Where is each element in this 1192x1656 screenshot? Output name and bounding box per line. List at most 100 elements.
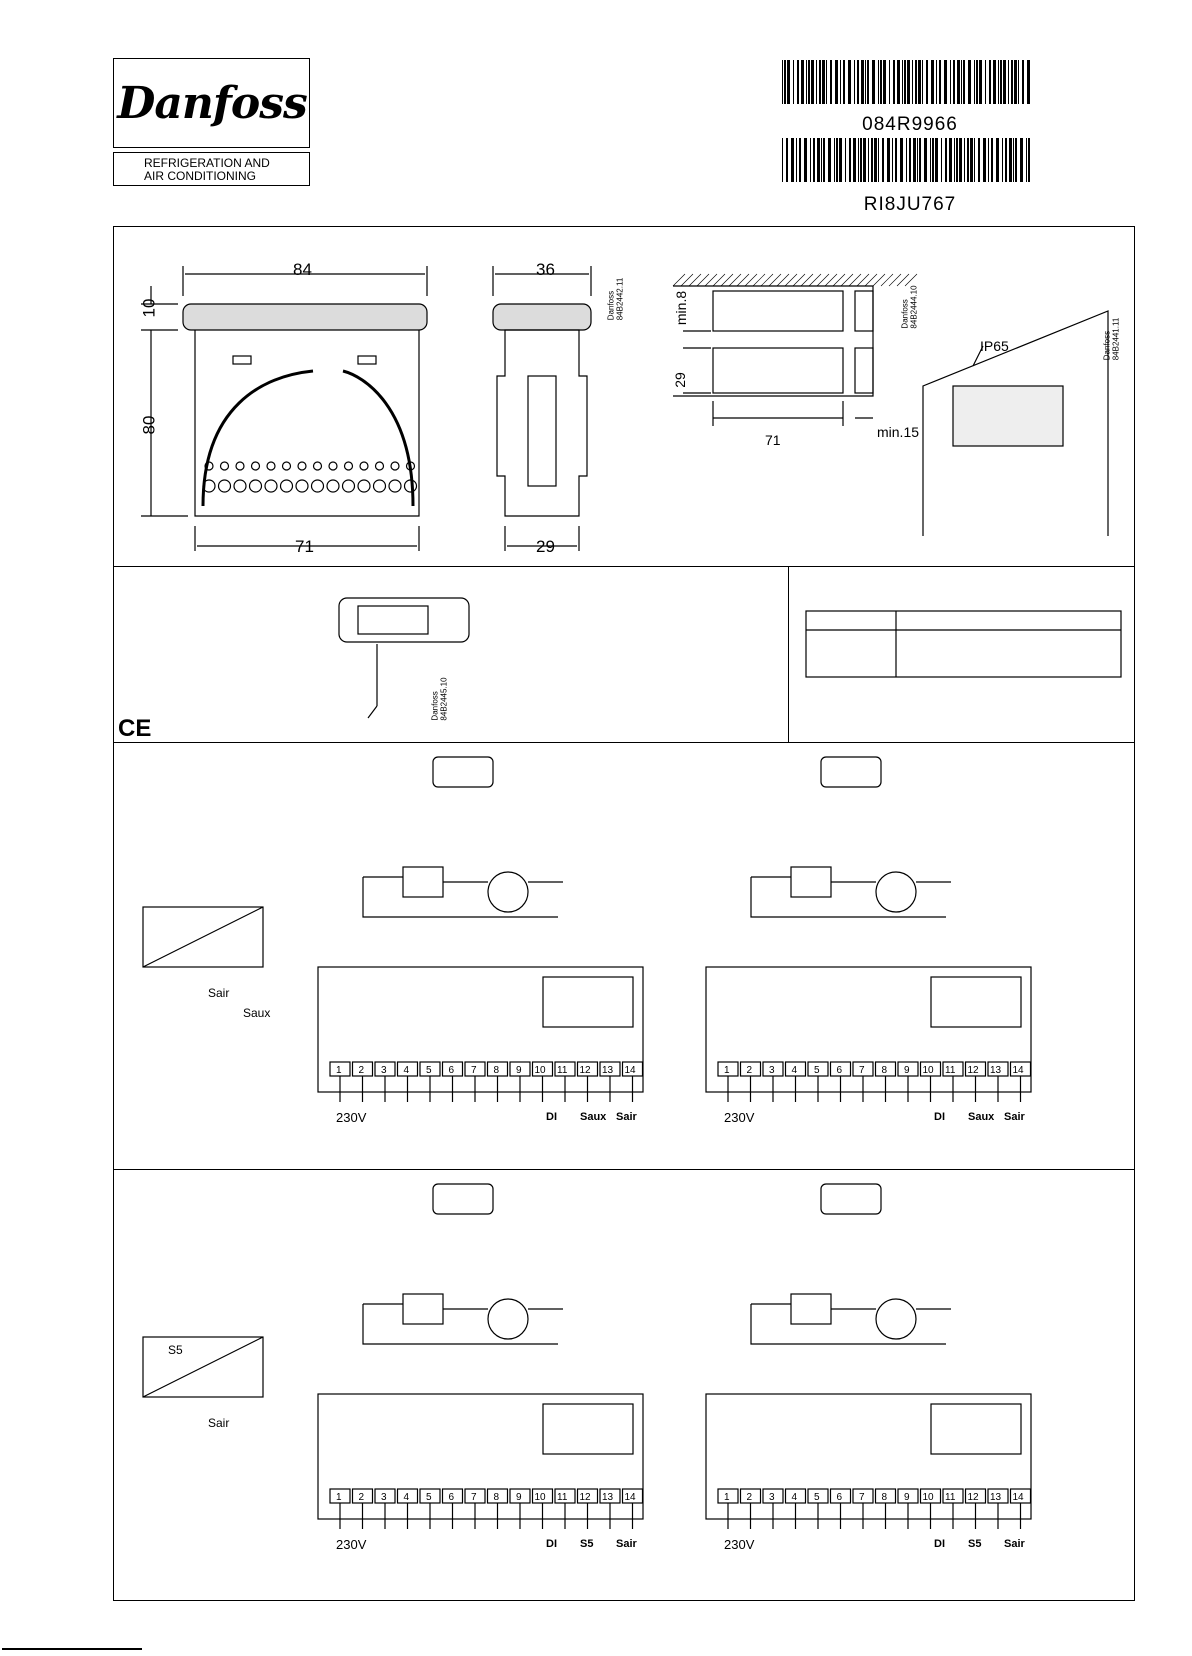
terminal-number: 2 (747, 1492, 753, 1503)
terminal-screw (295, 479, 309, 493)
frame-divider-vertical (788, 566, 789, 742)
terminal-screw (248, 479, 263, 493)
terminal-screw (233, 479, 247, 493)
supply-label: 230V (724, 1110, 755, 1125)
pin-hole (374, 461, 385, 471)
drawing-frame (113, 226, 1135, 1601)
evaporator (790, 866, 832, 898)
terminal-screw (372, 479, 387, 493)
terminal-number: 5 (426, 1492, 432, 1503)
terminal-number: 10 (535, 1492, 547, 1503)
terminal-number: 3 (769, 1065, 775, 1076)
compressor (875, 1298, 917, 1340)
compressor (875, 871, 917, 913)
pin-hole (312, 461, 323, 471)
display-unit (432, 1183, 494, 1215)
terminal-number: 2 (359, 1492, 365, 1503)
terminal-number: 3 (381, 1492, 387, 1503)
dim-protection: IP65 (980, 338, 1009, 354)
danfoss-logo: Danfoss (117, 77, 307, 129)
terminal-number: 4 (404, 1065, 410, 1076)
terminal-number: 8 (494, 1492, 500, 1503)
info-table (805, 610, 1122, 678)
terminal-number: 4 (792, 1065, 798, 1076)
supply-label: 230V (724, 1537, 755, 1552)
wiring-label: DI (546, 1111, 557, 1123)
terminal-number: 14 (1013, 1492, 1025, 1503)
pin-hole (250, 461, 261, 471)
terminal-number: 9 (516, 1492, 522, 1503)
pin-hole (219, 461, 230, 471)
dim-front-depth: 10 (139, 298, 159, 318)
terminal-number: 1 (336, 1065, 342, 1076)
side-bezel (492, 303, 592, 331)
sensor-box-1 (142, 906, 264, 968)
pin-hole (390, 461, 400, 471)
display-unit (432, 756, 494, 788)
controller-box (705, 966, 1032, 1093)
controller-box (705, 1393, 1032, 1520)
evaporator (402, 866, 444, 898)
division-tag: REFRIGERATION AND AIR CONDITIONING (113, 152, 310, 186)
terminal-number: 1 (724, 1492, 730, 1503)
logo-frame (113, 58, 310, 148)
refrigerant-lines (362, 876, 563, 918)
wiring-label: Sair (1004, 1111, 1026, 1123)
info-window (542, 1403, 634, 1455)
terminal-number: 6 (449, 1492, 455, 1503)
terminal-number: 14 (1013, 1065, 1025, 1076)
terminal-screw (388, 479, 402, 493)
evaporator (402, 1293, 444, 1325)
code-cutout: Danfoss 84B2444.10 (900, 285, 919, 329)
frame-divider-2 (113, 742, 1135, 743)
terminal-number: 2 (747, 1065, 753, 1076)
terminal-number: 7 (859, 1065, 865, 1076)
terminal-number: 5 (814, 1492, 820, 1503)
terminal-number: 12 (580, 1065, 592, 1076)
dim-front-bottom: 71 (295, 537, 314, 556)
terminal-number: 6 (837, 1065, 843, 1076)
info-window (930, 1403, 1022, 1455)
dim-cutout-gap: min.8 (673, 290, 690, 326)
terminal-number: 3 (769, 1492, 775, 1503)
diagonal (142, 906, 264, 968)
info-window (542, 976, 634, 1028)
terminal-number: 13 (602, 1492, 614, 1503)
terminal-number: 5 (814, 1065, 820, 1076)
refrigerant-lines (362, 1303, 563, 1345)
terminal-number: 9 (516, 1065, 522, 1076)
dim-side-bottom: 29 (536, 537, 555, 556)
supply-label: 230V (336, 1537, 367, 1552)
evaporator (790, 1293, 832, 1325)
pin-hole (235, 461, 245, 471)
terminal-number: 9 (904, 1492, 910, 1503)
air-box (142, 906, 264, 968)
code-front: Danfoss 84B2442.11 (606, 277, 625, 321)
terminal-number: 3 (381, 1065, 387, 1076)
terminal-number: 10 (535, 1065, 547, 1076)
terminal-number: 1 (724, 1065, 730, 1076)
controller-box (317, 966, 644, 1093)
frame-divider-1 (113, 566, 1135, 567)
terminal-number: 12 (968, 1492, 980, 1503)
pin-hole (328, 461, 338, 471)
wiring-label: Saux (968, 1111, 995, 1123)
wiring-label: DI (934, 1111, 945, 1123)
diagonal (142, 1336, 264, 1398)
dim-cutout-width: 71 (765, 432, 781, 448)
dimension-drawings (141, 266, 1109, 551)
sensor-sair: Sair (208, 1416, 229, 1430)
terminal-number: 7 (859, 1492, 865, 1503)
terminal-number: 5 (426, 1065, 432, 1076)
division-line-1: REFRIGERATION AND (144, 156, 270, 170)
terminal-number: 10 (923, 1492, 935, 1503)
barcode-2 (782, 138, 1030, 182)
refrigerant-lines (750, 876, 951, 918)
refrigerant-lines (750, 1303, 951, 1345)
terminal-number: 8 (882, 1492, 888, 1503)
bottom-rule (2, 1648, 142, 1650)
wiring-label: Sair (1004, 1538, 1026, 1550)
